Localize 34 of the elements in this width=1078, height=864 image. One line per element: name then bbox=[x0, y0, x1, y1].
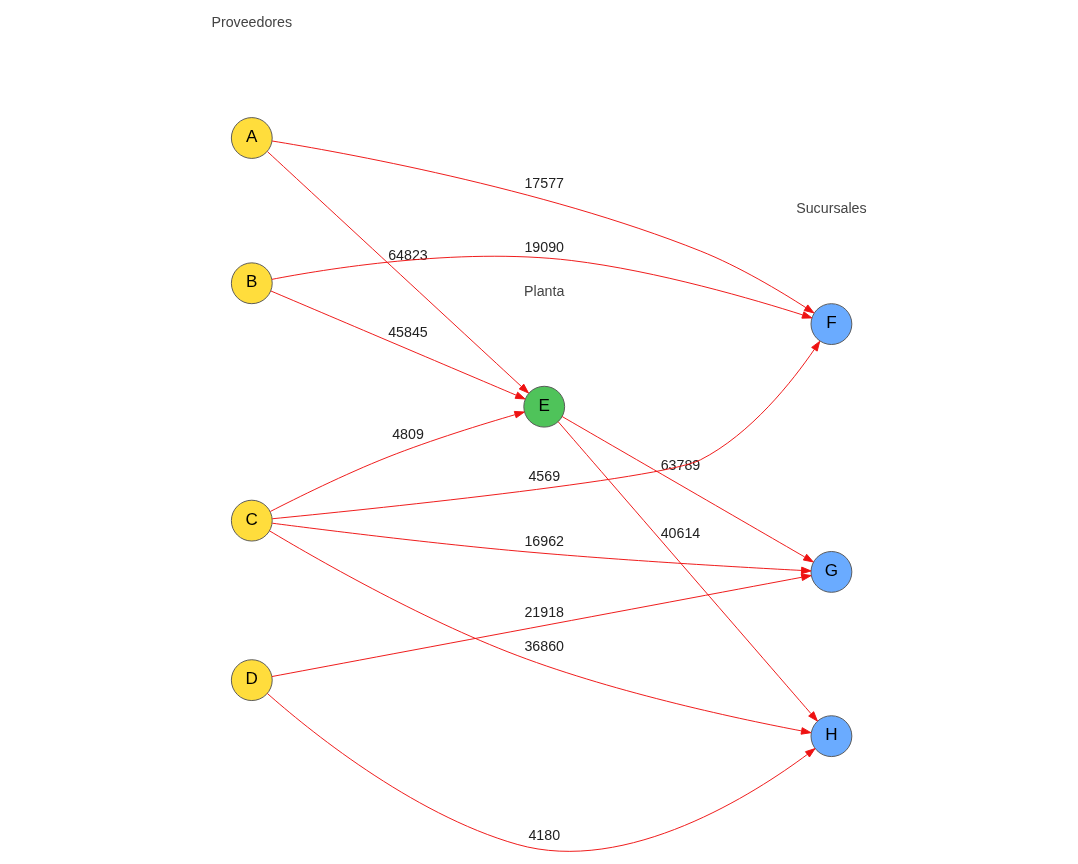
node-circle: A bbox=[230, 117, 273, 159]
arrow bbox=[561, 416, 814, 563]
edge-label: 45845 bbox=[388, 324, 428, 341]
arrow bbox=[269, 530, 812, 735]
node-circle: H bbox=[810, 715, 853, 758]
arrow bbox=[271, 573, 812, 677]
node-circle: E bbox=[523, 385, 566, 428]
node-circle: G bbox=[810, 551, 853, 593]
label: Proveedores bbox=[211, 14, 293, 31]
node-circle: B bbox=[230, 262, 273, 305]
edge-label: 21918 bbox=[524, 603, 565, 620]
arrow bbox=[270, 290, 526, 400]
edge-label: 64823 bbox=[388, 247, 428, 264]
label: Sucursales bbox=[796, 200, 867, 217]
edge-label: 36860 bbox=[524, 637, 565, 654]
arrow bbox=[271, 255, 813, 319]
arrow bbox=[271, 340, 821, 520]
arrow bbox=[271, 522, 812, 575]
arrow bbox=[266, 693, 816, 852]
edge-label: 19090 bbox=[524, 238, 565, 255]
arrow bbox=[271, 140, 815, 314]
node-circle: F bbox=[810, 303, 853, 345]
node-circle: C bbox=[230, 499, 273, 542]
edge-label: 4569 bbox=[528, 467, 561, 484]
arrow bbox=[267, 151, 529, 394]
edge-label: 40614 bbox=[660, 524, 701, 541]
edge-label: 16962 bbox=[524, 533, 565, 550]
edge-label: 17577 bbox=[524, 175, 565, 192]
node-circle: D bbox=[230, 659, 273, 702]
arrow bbox=[269, 410, 525, 512]
arrow bbox=[557, 421, 818, 722]
label: Planta bbox=[524, 283, 565, 300]
edge-label: 4809 bbox=[392, 425, 424, 442]
edge-label: 4180 bbox=[528, 826, 561, 843]
